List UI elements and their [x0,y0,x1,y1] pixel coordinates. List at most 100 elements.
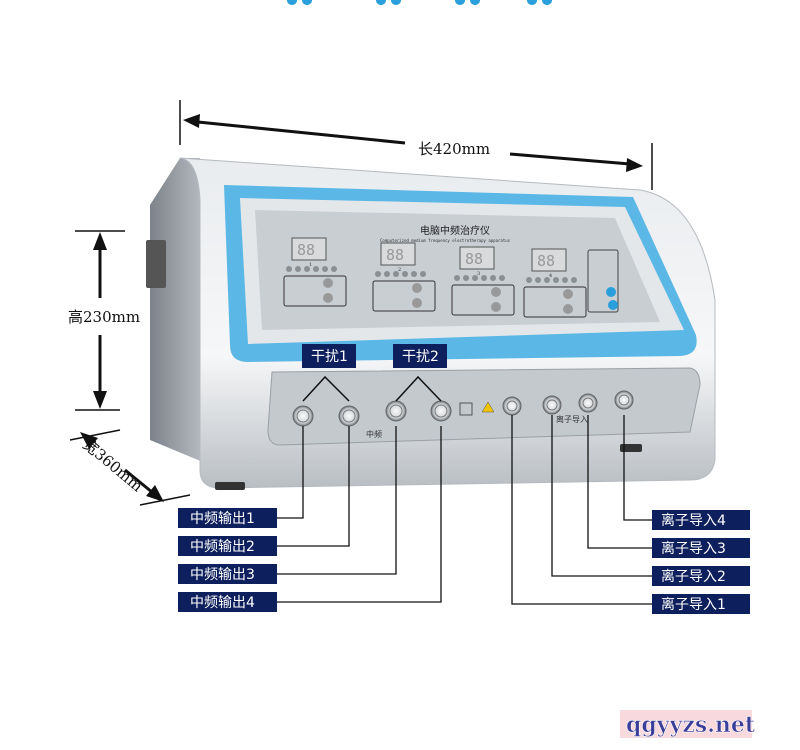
indicator-led [535,277,541,283]
callout-line [277,426,442,603]
channel-number: 2 [398,267,401,273]
callout-line [587,415,652,549]
indicator-led [402,271,408,277]
button-group [523,286,587,318]
indicator-led [571,277,577,283]
function-button[interactable] [491,287,501,297]
medium-output-label: 中频输出3 [190,567,255,583]
ion-output-callout [652,566,750,586]
interference-1-label: 干扰1 [311,349,348,365]
connector-panel [267,367,701,446]
minus-button[interactable] [302,0,312,5]
ion-connector[interactable] [614,390,634,410]
body-symbol-icon [459,402,473,416]
device-subtitle: Computerized medium frequency electrothe… [380,238,511,243]
connector-pins [389,404,403,418]
ion-connector[interactable] [542,395,562,415]
indicator-led [463,275,469,281]
function-button[interactable] [323,293,333,303]
indicator-led [499,275,505,281]
indicator-led [295,266,301,272]
medium-freq-connector[interactable] [430,400,452,422]
medium-freq-connector[interactable] [292,405,314,427]
medium-output-callout [178,508,277,528]
function-button[interactable] [563,304,573,314]
indicator-led [304,266,310,272]
indicator-led [481,275,487,281]
channel-number: 4 [549,273,552,279]
connector-pins [434,404,448,418]
indicator-led [393,271,399,277]
indicator-led [490,275,496,281]
watermark: qgyyzs.net [620,710,756,738]
medium-output-callout [178,536,277,556]
indicator-led [544,277,550,283]
control-panel [255,210,660,330]
start-button[interactable] [608,300,618,310]
ion-output-label: 离子导入4 [661,512,726,529]
minus-button[interactable] [455,0,465,5]
minus-button[interactable] [376,0,386,5]
indicator-led [553,277,559,283]
led-display [291,237,327,261]
led-display [459,246,495,270]
interference-1: 干扰1 [302,344,356,402]
channel-4: 88 4 [523,0,587,318]
ion-output-callout [652,594,750,614]
mode-panel [587,249,619,313]
indicator-led [454,275,460,281]
button-group [283,275,347,307]
length-dimension: 长420mm [179,100,653,190]
medium-freq-label: 中频 [366,429,382,439]
minus-button[interactable] [542,0,552,5]
function-button[interactable] [412,283,422,293]
channel-2: 882 [372,0,436,312]
callout-line [277,426,304,519]
indicator-led [420,271,426,277]
ion-label: 离子导入 [556,414,588,424]
callout-line [511,415,652,605]
device-side [150,158,215,465]
height-label: 高230mm [68,308,140,326]
display-value: 88 [537,252,555,270]
function-button[interactable] [323,278,333,288]
device: 电脑中频治疗仪 Computerized medium frequency el… [146,0,716,490]
function-button[interactable] [563,289,573,299]
medium-freq-connector[interactable] [385,400,407,422]
minus-button[interactable] [287,0,297,5]
indicator-led [411,271,417,277]
button-group [372,280,436,312]
indicator-led [322,266,328,272]
connector-pins [506,400,518,412]
side-handle [146,240,166,288]
medium-output-label: 中频输出1 [190,511,255,527]
display-value: 88 [465,250,483,268]
led-display [531,248,567,272]
indicator-led [472,275,478,281]
mode-button[interactable] [606,287,616,297]
medium-freq-connector[interactable] [338,405,360,427]
medium-output-callout [178,592,277,612]
function-button[interactable] [412,298,422,308]
width-label: 宽360mm [79,435,146,495]
watermark-text: qgyyzs.net [626,712,756,738]
ion-connector[interactable] [578,393,598,413]
indicator-led [526,277,532,283]
ion-output-callout [652,538,750,558]
channel-3: 88 3 [451,0,515,316]
warning-icon [481,401,495,413]
led-display [380,242,416,266]
minus-button[interactable] [391,0,401,5]
button-group [451,284,515,316]
minus-button[interactable] [527,0,537,5]
minus-button[interactable] [470,0,480,5]
callout-line [277,426,350,547]
indicator-led [331,266,337,272]
ion-connector[interactable] [502,396,522,416]
length-label: 长420mm [418,140,490,158]
channel-number: 3 [477,271,480,277]
indicator-led [375,271,381,277]
ion-output-label: 离子导入1 [661,596,726,613]
function-button[interactable] [491,302,501,312]
